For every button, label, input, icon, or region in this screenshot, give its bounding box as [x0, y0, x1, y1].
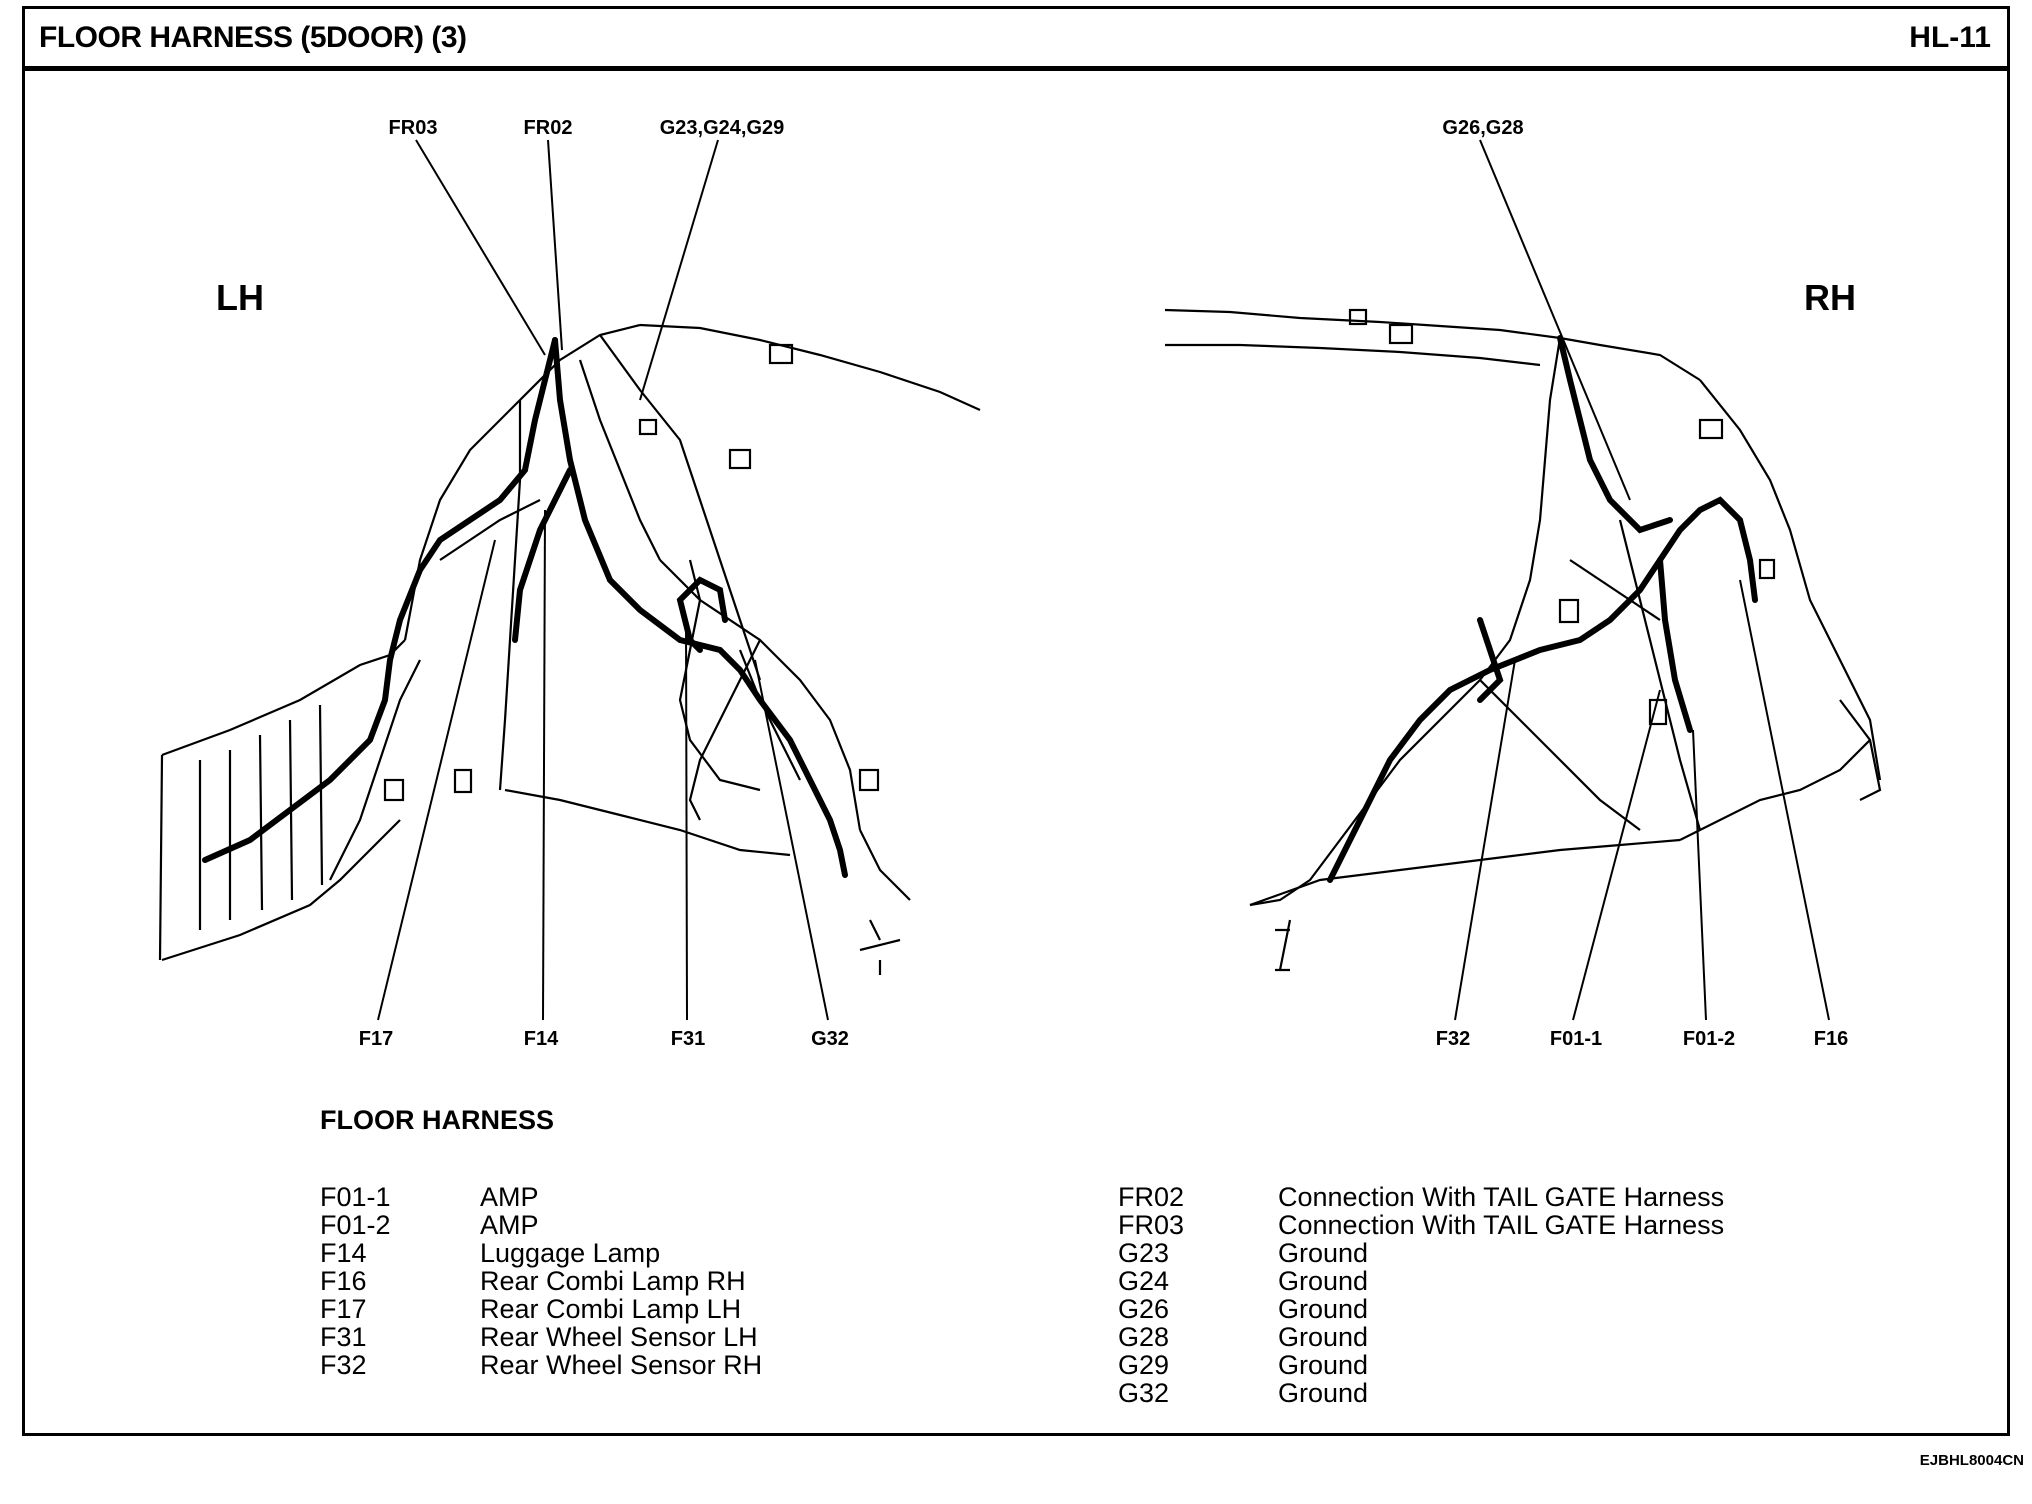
legend-row: FR02 Connection With TAIL GATE Harness — [1118, 1183, 1724, 1211]
rh-side-label: RH — [1804, 277, 1856, 318]
callout-f01-2: F01-2 — [1683, 1028, 1735, 1050]
legend-code: G23 — [1118, 1238, 1170, 1268]
rh-leader-lines — [1454, 139, 1830, 1021]
legend-description: AMP — [480, 1210, 539, 1240]
callout-g26-g28: G26,G28 — [1442, 117, 1523, 139]
legend-description: Ground — [1278, 1294, 1369, 1324]
legend-description: Luggage Lamp — [480, 1238, 661, 1268]
legend-description: Ground — [1278, 1322, 1369, 1352]
lh-body-outline — [158, 323, 981, 975]
callout-f31: F31 — [671, 1028, 705, 1050]
legend-row: F31 Rear Wheel Sensor LH — [320, 1323, 762, 1351]
legend-description: Rear Wheel Sensor RH — [480, 1350, 763, 1380]
callout-f14: F14 — [524, 1028, 559, 1050]
rh-wiring-harness — [1327, 335, 1758, 883]
legend-row: F01-1 AMP — [320, 1183, 762, 1211]
legend-code: F31 — [320, 1322, 367, 1352]
legend-code: G28 — [1118, 1322, 1170, 1352]
legend-description: Ground — [1278, 1350, 1369, 1380]
legend-heading: FLOOR HARNESS — [320, 1105, 555, 1135]
legend-row: F32 Rear Wheel Sensor RH — [320, 1351, 762, 1379]
legend-code: G32 — [1118, 1378, 1170, 1408]
legend-description: Rear Combi Lamp RH — [480, 1266, 746, 1296]
document-id: EJBHL8004CN — [1919, 1452, 2024, 1469]
callout-g32: G32 — [811, 1028, 849, 1050]
legend-row: F16 Rear Combi Lamp RH — [320, 1267, 762, 1295]
lh-side-label: LH — [216, 277, 264, 318]
diagram-frame: FLOOR HARNESS (5DOOR) (3) HL-11 — [22, 6, 2010, 1436]
legend-row: FR03 Connection With TAIL GATE Harness — [1118, 1211, 1724, 1239]
legend-row: G28 Ground — [1118, 1323, 1724, 1351]
lh-wiring-harness — [202, 337, 848, 878]
legend-description: AMP — [480, 1182, 539, 1212]
legend-description: Ground — [1278, 1266, 1369, 1296]
callout-fr03: FR03 — [389, 117, 438, 139]
legend-row: F14 Luggage Lamp — [320, 1239, 762, 1267]
legend-row: G23 Ground — [1118, 1239, 1724, 1267]
legend-row: G26 Ground — [1118, 1295, 1724, 1323]
callout-f32: F32 — [1436, 1028, 1470, 1050]
callout-g23-g24-g29: G23,G24,G29 — [660, 117, 785, 139]
legend-code: F01-2 — [320, 1210, 391, 1240]
legend-code: G24 — [1118, 1266, 1170, 1296]
page-title: FLOOR HARNESS (5DOOR) (3) — [39, 21, 467, 54]
legend-description: Ground — [1278, 1238, 1369, 1268]
legend-description: Rear Wheel Sensor LH — [480, 1322, 758, 1352]
page-code: HL-11 — [1909, 21, 1991, 54]
legend-row: F01-2 AMP — [320, 1211, 762, 1239]
legend-code: G26 — [1118, 1294, 1170, 1324]
legend-code: F01-1 — [320, 1182, 391, 1212]
legend-code: G29 — [1118, 1350, 1170, 1380]
legend-code: FR02 — [1118, 1182, 1185, 1212]
rh-view — [1164, 139, 1882, 1021]
legend-description: Connection With TAIL GATE Harness — [1278, 1182, 1725, 1212]
legend-description: Rear Combi Lamp LH — [480, 1294, 742, 1324]
callout-f16: F16 — [1814, 1028, 1848, 1050]
callout-fr02: FR02 — [524, 117, 573, 139]
callout-f17: F17 — [359, 1028, 393, 1050]
legend-row: G29 Ground — [1118, 1351, 1724, 1379]
legend-description: Ground — [1278, 1378, 1369, 1408]
callout-f01-1: F01-1 — [1550, 1028, 1602, 1050]
legend-description: Connection With TAIL GATE Harness — [1278, 1210, 1725, 1240]
legend-code: F14 — [320, 1238, 367, 1268]
legend-code: F16 — [320, 1266, 367, 1296]
rh-body-outline — [1164, 308, 1882, 972]
lh-leader-lines — [377, 139, 829, 1021]
header-bar: FLOOR HARNESS (5DOOR) (3) HL-11 — [25, 9, 2007, 71]
legend-row: G32 Ground — [1118, 1379, 1724, 1407]
legend-code: F17 — [320, 1294, 367, 1324]
legend-code: FR03 — [1118, 1210, 1185, 1240]
legend-row: G24 Ground — [1118, 1267, 1724, 1295]
lh-view — [158, 139, 981, 1021]
legend-code: F32 — [320, 1350, 367, 1380]
legend-row: F17 Rear Combi Lamp LH — [320, 1295, 762, 1323]
